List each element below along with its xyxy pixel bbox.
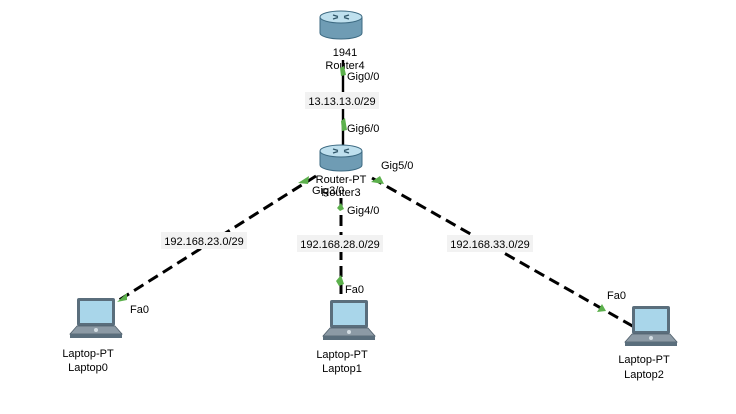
port-up-icon: [117, 293, 127, 302]
interface-label-r4-gig00: Gig0/0: [347, 71, 379, 83]
laptop2[interactable]: Laptop-PT Laptop2: [618, 306, 678, 381]
port-indicators: [117, 66, 606, 312]
interface-labels: Gig0/0 Gig6/0 Gig5/0 Gig3/0 Gig4/0 Fa0 F…: [130, 71, 626, 316]
interface-label-r3-gig50: Gig5/0: [381, 160, 413, 172]
router4-name-label: Router4: [325, 60, 364, 72]
port-up-icon: [337, 203, 344, 211]
interface-label-r3-gig60: Gig6/0: [347, 123, 379, 135]
laptop1-model-label: Laptop-PT: [316, 349, 368, 361]
network-label-left: 192.168.23.0/29: [164, 236, 244, 248]
laptop0-name-label: Laptop0: [68, 362, 108, 374]
port-up-icon: [298, 176, 309, 184]
laptop-icon: [69, 298, 123, 338]
link-router3-laptop2[interactable]: [371, 176, 637, 330]
laptop0-model-label: Laptop-PT: [62, 348, 114, 360]
laptop-icon: [322, 300, 376, 340]
laptop1[interactable]: Laptop-PT Laptop1: [316, 300, 376, 375]
interface-label-r3-gig30: Gig3/0: [312, 185, 344, 197]
network-label-middle: 192.168.28.0/29: [300, 239, 380, 251]
link-router3-laptop0[interactable]: [115, 174, 317, 304]
port-up-icon: [336, 275, 344, 286]
network-label-right: 192.168.33.0/29: [450, 239, 530, 251]
port-up-icon: [341, 118, 347, 131]
network-label-backbone: 13.13.13.0/29: [308, 96, 375, 108]
laptop1-name-label: Laptop1: [322, 363, 362, 375]
port-up-icon: [597, 304, 606, 312]
router-icon: [319, 10, 363, 40]
router3-model-label: Router-PT: [316, 174, 367, 186]
router3-name-label: Router3: [321, 187, 360, 199]
laptop2-name-label: Laptop2: [624, 369, 664, 381]
interface-label-r3-gig40: Gig4/0: [347, 205, 379, 217]
network-labels: 13.13.13.0/29 192.168.23.0/29 192.168.28…: [161, 92, 533, 252]
interface-label-laptop1-fa0: Fa0: [345, 284, 364, 296]
interface-label-laptop2-fa0: Fa0: [607, 290, 626, 302]
port-up-icon: [340, 66, 346, 76]
laptop-icon: [624, 306, 678, 346]
router3[interactable]: Router-PT Router3: [316, 144, 367, 199]
port-up-icon: [371, 176, 384, 184]
router4[interactable]: 1941 Router4: [319, 10, 365, 72]
router4-model-label: 1941: [333, 47, 357, 59]
laptop0[interactable]: Laptop-PT Laptop0: [62, 298, 123, 374]
interface-label-laptop0-fa0: Fa0: [130, 304, 149, 316]
router-icon: [319, 144, 363, 172]
laptop2-model-label: Laptop-PT: [618, 354, 670, 366]
